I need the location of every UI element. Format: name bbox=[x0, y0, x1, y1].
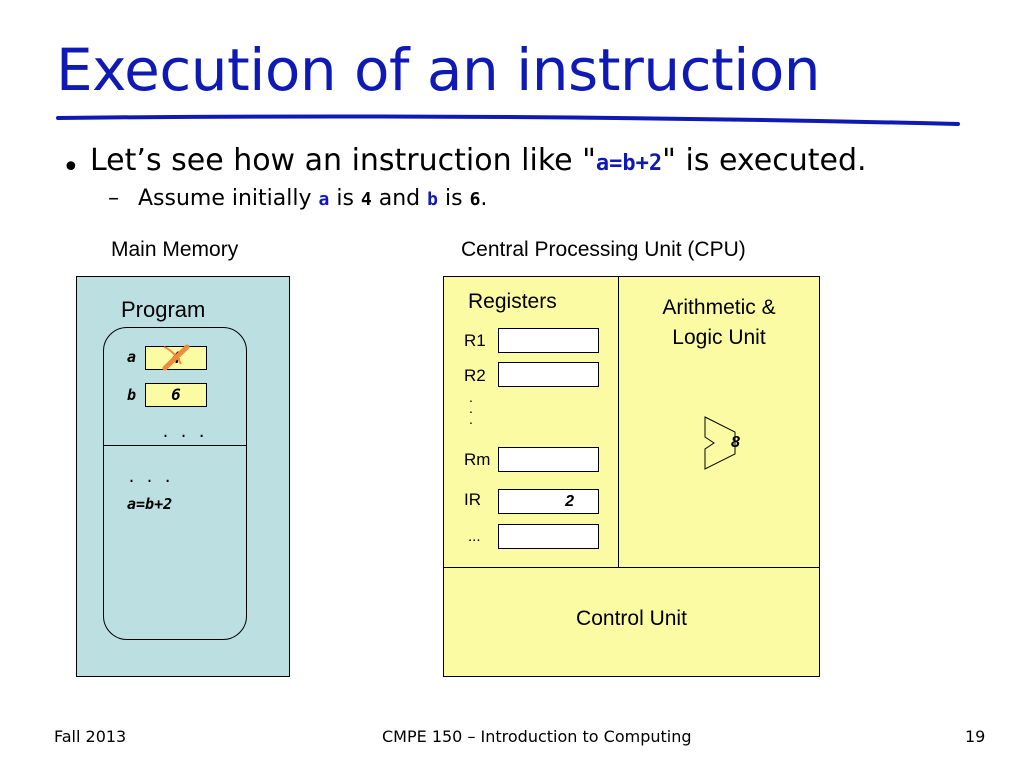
bullet-text: Let’s see how an instruction like "a=b+2… bbox=[90, 143, 867, 178]
initial-b-value: 6 bbox=[469, 189, 481, 210]
bullet-text-after: " is executed. bbox=[662, 143, 867, 178]
footer-page-number: 19 bbox=[965, 727, 986, 746]
register-more bbox=[498, 524, 599, 549]
title-underline bbox=[56, 114, 960, 126]
registers-label: Registers bbox=[468, 290, 557, 313]
sub-text-5: . bbox=[480, 186, 488, 211]
register-r1 bbox=[498, 328, 599, 353]
memory-dots-1: . . . bbox=[161, 423, 207, 441]
var-b: b bbox=[427, 189, 438, 210]
alu-output-value: 8 bbox=[731, 434, 740, 451]
alu-label-line-1: Arithmetic & bbox=[662, 296, 776, 319]
register-more-label: ... bbox=[468, 528, 481, 545]
footer-term: Fall 2013 bbox=[54, 727, 127, 746]
sub-text-3: and bbox=[371, 186, 428, 211]
cpu-label: Central Processing Unit (CPU) bbox=[461, 238, 746, 261]
sub-text-4: is bbox=[438, 186, 470, 211]
var-a: a bbox=[318, 189, 330, 210]
register-dots: . . . bbox=[469, 389, 473, 427]
memory-cell-b: 6 bbox=[145, 383, 207, 407]
program-instruction: a=b+2 bbox=[127, 495, 173, 513]
cpu-divider-horizontal bbox=[443, 567, 820, 568]
program-label: Program bbox=[121, 297, 206, 322]
bullet-text-before: Let’s see how an instruction like " bbox=[90, 143, 596, 178]
main-memory-label: Main Memory bbox=[111, 238, 239, 261]
sub-bullet-text: Assume initially a is 4 and b is 6. bbox=[138, 186, 487, 211]
instruction-code: a=b+2 bbox=[595, 151, 663, 176]
sub-bullet-marker: – bbox=[108, 186, 119, 211]
control-unit-label: Control Unit bbox=[576, 607, 687, 630]
sub-text-2: is bbox=[329, 186, 361, 211]
cpu-divider-vertical bbox=[618, 276, 619, 567]
alu-label-line-2: Logic Unit bbox=[672, 326, 766, 349]
bullet-marker: • bbox=[62, 150, 80, 185]
register-r2 bbox=[498, 362, 599, 387]
register-ir-label: IR bbox=[464, 490, 481, 509]
program-area bbox=[103, 327, 247, 640]
register-r2-label: R2 bbox=[464, 366, 486, 385]
memory-b-label: b bbox=[127, 386, 137, 404]
footer-course: CMPE 150 – Introduction to Computing bbox=[382, 727, 692, 746]
alu-adder-symbol bbox=[704, 416, 736, 470]
register-rm-label: Rm bbox=[464, 450, 491, 469]
slide-title: Execution of an instruction bbox=[56, 36, 821, 104]
register-rm bbox=[498, 447, 599, 472]
register-ir: 2 bbox=[498, 489, 599, 514]
register-r1-label: R1 bbox=[464, 331, 486, 350]
memory-cell-b-value: 6 bbox=[171, 385, 181, 404]
strike-mark bbox=[162, 344, 190, 371]
memory-a-label: a bbox=[127, 348, 137, 366]
sub-text-1: Assume initially bbox=[138, 186, 319, 211]
initial-a-value: 4 bbox=[360, 189, 372, 210]
memory-dots-2: . . . bbox=[127, 468, 173, 486]
program-divider bbox=[103, 445, 247, 446]
